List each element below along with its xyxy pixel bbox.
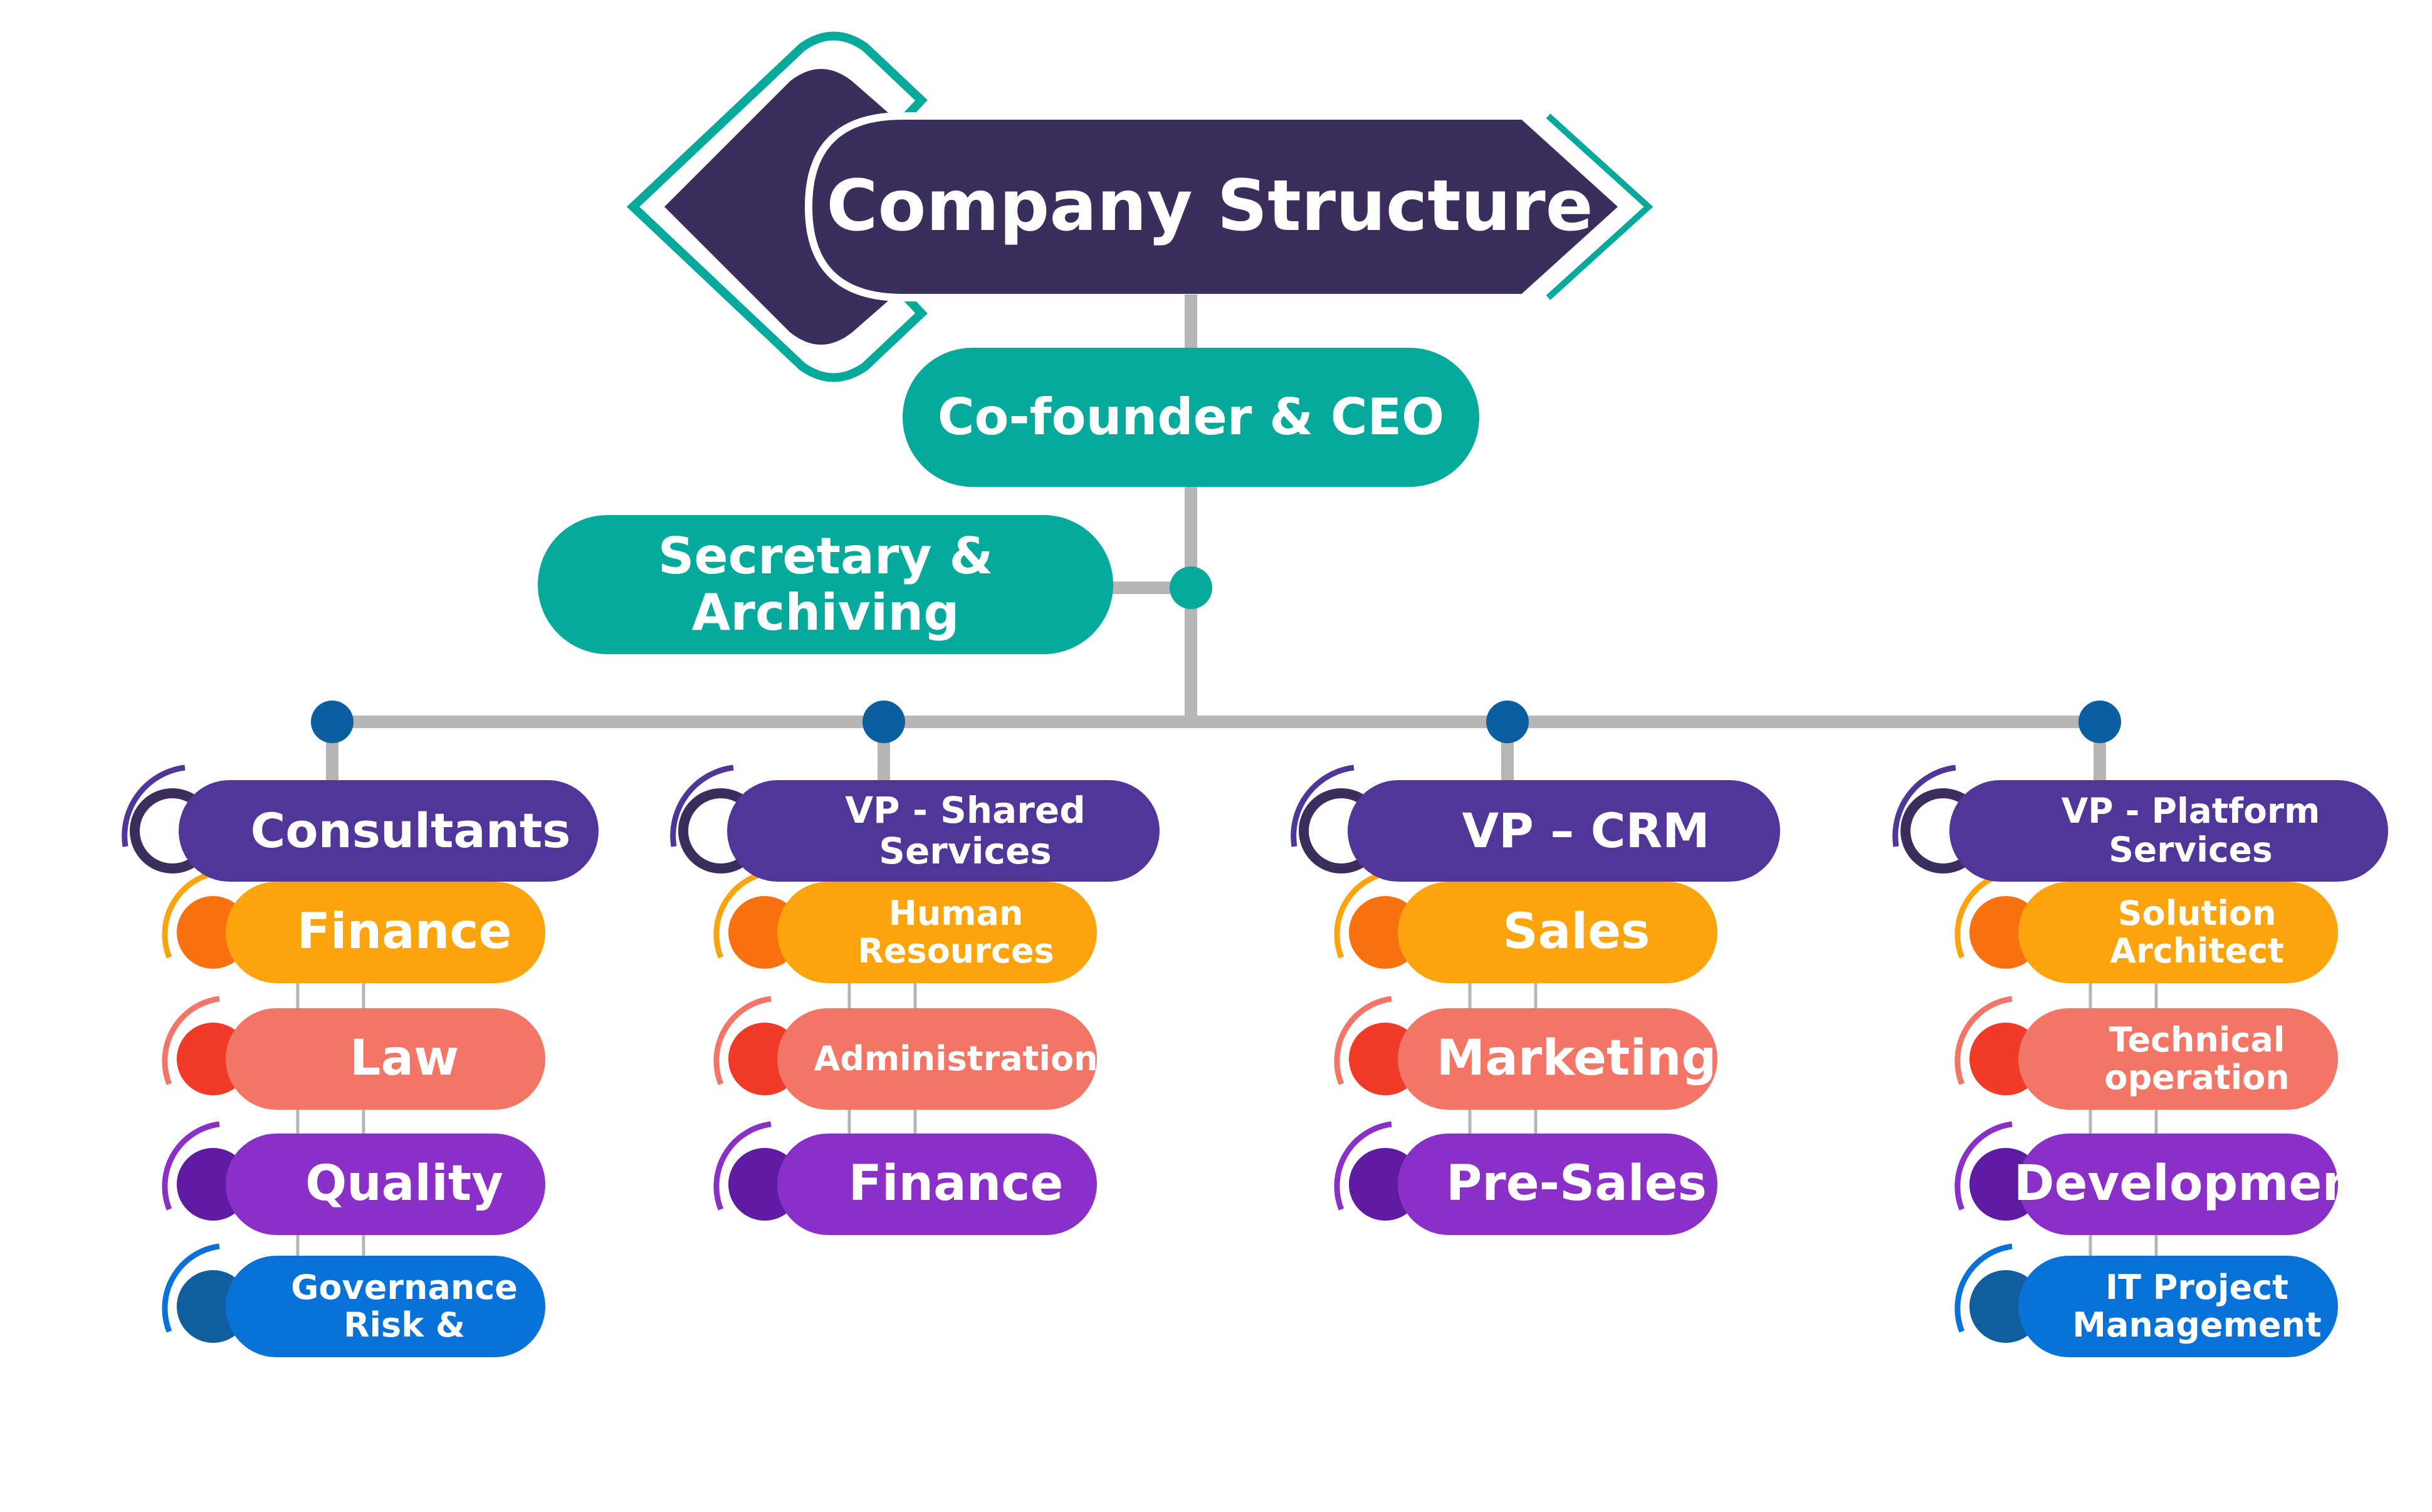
unit-label: Sales	[1502, 904, 1650, 961]
header-arc	[1291, 764, 1355, 847]
unit-arc	[713, 996, 772, 1085]
department-name: Consultants	[250, 803, 571, 859]
secretary-label: Secretary & Archiving	[658, 527, 993, 642]
unit-arc	[162, 1243, 220, 1333]
title-banner: Company Structure	[815, 113, 1605, 301]
title-text: Company Structure	[826, 165, 1593, 248]
unit-pill: Sales	[1398, 882, 1717, 983]
unit-pill: IT Project Management	[2018, 1256, 2338, 1357]
unit-label: IT Project Management	[2072, 1267, 2322, 1345]
department-header: VP - Platform Services	[1949, 780, 2388, 882]
unit-pill: Pre-Sales	[1398, 1134, 1717, 1235]
department-header: Consultants	[179, 780, 599, 882]
unit-arc	[1334, 996, 1392, 1085]
department-node	[2078, 701, 2121, 743]
ceo-label: Co-founder & CEO	[937, 388, 1445, 447]
unit-label: Development	[2013, 1155, 2381, 1212]
unit-arc	[162, 996, 220, 1085]
unit-pill: Marketing	[1398, 1008, 1717, 1110]
unit-label: Finance	[848, 1155, 1064, 1212]
unit-label: Quality	[305, 1155, 504, 1212]
secretary-node	[1170, 566, 1212, 609]
title-banner-shape	[804, 112, 1629, 301]
unit-pill: Administration	[777, 1008, 1098, 1110]
unit-pill: Solution Architect	[2018, 882, 2338, 983]
department-name: VP - Shared Services	[845, 789, 1086, 872]
header-arc	[670, 764, 734, 847]
secretary-box: Secretary & Archiving	[538, 515, 1113, 654]
unit-label: Marketing	[1436, 1030, 1717, 1087]
unit-pill: Law	[226, 1008, 545, 1110]
unit-arc	[162, 869, 220, 959]
unit-pill: Finance	[226, 882, 545, 983]
department-node	[1486, 701, 1529, 743]
ceo-box: Co-founder & CEO	[903, 348, 1479, 487]
unit-label: Solution Architect	[2110, 893, 2284, 971]
unit-arc	[1954, 1121, 2013, 1211]
unit-label: Human Resources	[857, 893, 1054, 971]
department-node	[311, 701, 354, 743]
title-banner-tip-outline	[1546, 113, 1654, 300]
unit-label: Governance Risk &	[291, 1267, 518, 1345]
unit-pill: Development	[2014, 1134, 2380, 1235]
unit-arc	[713, 1121, 772, 1211]
department-name: VP - Platform Services	[2061, 791, 2320, 870]
unit-pill: Technical operation	[2018, 1008, 2338, 1110]
unit-arc	[1954, 1243, 2013, 1333]
header-arc	[122, 764, 186, 847]
unit-arc	[162, 1121, 220, 1211]
unit-label: Pre-Sales	[1446, 1155, 1707, 1212]
department-header: VP - Shared Services	[727, 780, 1160, 882]
department-name: VP – CRM	[1462, 803, 1710, 859]
unit-pill: Quality	[226, 1134, 545, 1235]
unit-pill: Finance	[777, 1134, 1097, 1235]
unit-pill: Human Resources	[777, 882, 1097, 983]
unit-arc	[1334, 1121, 1392, 1211]
department-header: VP – CRM	[1348, 780, 1780, 882]
header-arc	[1892, 764, 1956, 847]
unit-arc	[1954, 996, 2013, 1085]
department-node	[862, 701, 905, 743]
unit-pill: Governance Risk &	[226, 1256, 545, 1357]
unit-label: Technical operation	[2104, 1019, 2290, 1097]
unit-label: Law	[349, 1030, 459, 1087]
unit-label: Finance	[296, 904, 512, 961]
unit-label: Administration	[814, 1038, 1098, 1078]
